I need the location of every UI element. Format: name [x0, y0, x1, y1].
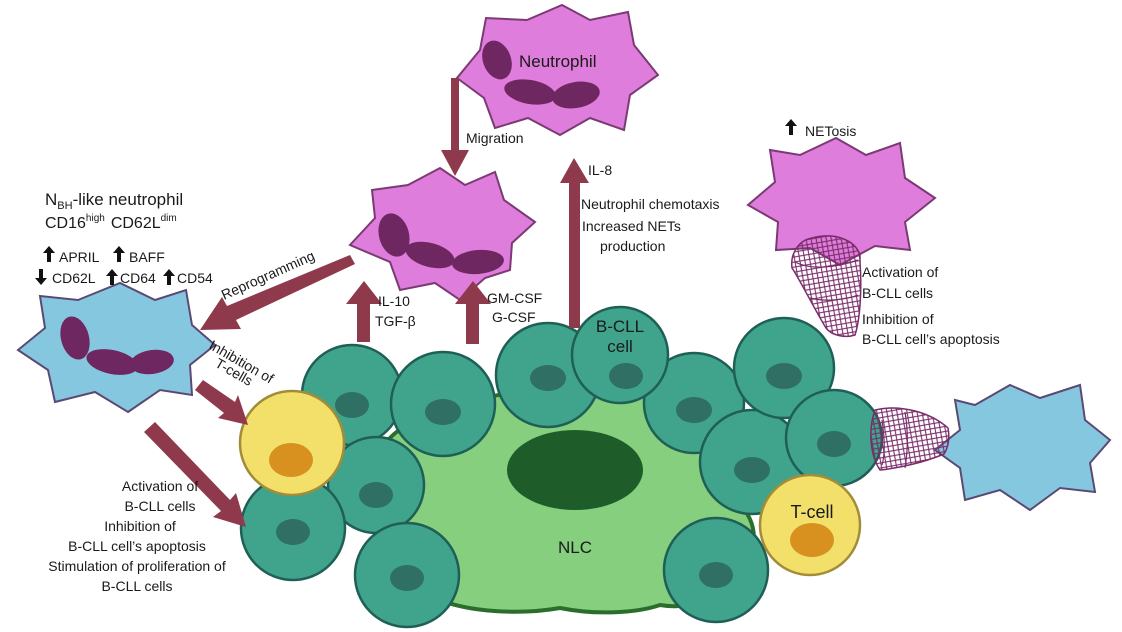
chemotaxis-label: Neutrophil chemotaxis [581, 196, 720, 212]
nbh-title: NBH-like neutrophil [45, 190, 183, 212]
nbh-n: N [45, 190, 57, 209]
cd16-sup: high [86, 213, 105, 224]
left-effect-2: B-CLL cells [124, 498, 195, 514]
bcll-cell [784, 388, 884, 488]
production-label: production [600, 238, 665, 254]
cd54-label: CD54 [177, 270, 213, 286]
tcell-right [758, 473, 862, 577]
cd62l-sup: dim [161, 213, 177, 224]
activation-right-2: B-CLL cells [862, 285, 933, 301]
left-effect-5: Stimulation of proliferation of [48, 558, 226, 574]
bcll-cell [732, 316, 836, 420]
il8-label: IL-8 [588, 162, 612, 178]
activation-right-1: Activation of [862, 264, 938, 280]
neutrophil-top-nucleus [482, 40, 600, 109]
il10-arrow [346, 281, 382, 342]
nlc-label: NLC [558, 538, 592, 557]
bcll-cell [662, 516, 770, 624]
left-effect-1: Activation of [122, 478, 198, 494]
netosis-label: NETosis [805, 123, 856, 139]
neutrophil-top-body [455, 3, 660, 137]
neutrophil-label: Neutrophil [519, 52, 597, 71]
nbh-sub: BH [57, 200, 72, 212]
increased-nets-label: Increased NETs [582, 218, 681, 234]
migration-arrow [441, 78, 469, 176]
nbh-neutrophil [16, 281, 217, 414]
bcll-cell [353, 521, 461, 629]
neutrophil-top [455, 3, 660, 137]
blue-neutrophil-right-body [933, 383, 1112, 512]
migration-label: Migration [466, 130, 524, 146]
tcell-label: T-cell [790, 502, 833, 522]
il10-label: IL-10 [378, 293, 410, 309]
activation-bcll-arrow [144, 422, 246, 527]
il8-arrow [560, 158, 589, 328]
down-arrow-icon [35, 269, 47, 285]
inhibition-right-1: Inhibition of [862, 311, 934, 327]
left-effects-block: Activation of B-CLL cells Inhibition of … [48, 478, 226, 594]
up-arrow-icon [113, 246, 125, 262]
april-label: APRIL [59, 249, 100, 265]
up-arrow-icon [785, 119, 797, 135]
bcll-cell-labeled [570, 305, 670, 405]
nbh-neutrophil-nucleus [60, 316, 174, 375]
left-effect-3: Inhibition of [104, 518, 176, 534]
up-arrow-icon [43, 246, 55, 262]
cd16-label: CD16 [45, 215, 86, 232]
left-effect-4: B-CLL cell’s apoptosis [68, 538, 206, 554]
inhibition-right-2: B-CLL cell’s apoptosis [862, 331, 1000, 347]
tgfb-label: TGF-β [375, 313, 416, 329]
neutrophil-middle [348, 166, 537, 302]
neutrophil-middle-nucleus [378, 213, 504, 275]
baff-label: BAFF [129, 249, 165, 265]
tcell-left [238, 389, 346, 497]
cd62l-label: CD62L [111, 215, 161, 232]
up-arrow-icon [163, 269, 175, 285]
arrows [144, 78, 589, 527]
neutrophil-right [746, 136, 937, 267]
gmcsf-label: GM-CSF [487, 290, 542, 306]
nbh-rest: -like neutrophil [73, 190, 184, 209]
neutrophil-middle-body [348, 166, 537, 302]
nlc-nucleus [507, 430, 643, 510]
nbh-markers: CD16high CD62Ldim [45, 213, 177, 232]
cd62l-marker-label: CD62L [52, 270, 96, 286]
blue-neutrophil-right [933, 383, 1112, 512]
inhibition-tcell-arrow [195, 380, 248, 425]
bcll-cell [389, 350, 497, 458]
gcsf-label: G-CSF [492, 309, 536, 325]
neutrophil-right-body [746, 136, 937, 267]
net-lower [870, 407, 950, 471]
left-effect-6: B-CLL cells [101, 578, 172, 594]
bcll-cell-label-2: cell [607, 337, 633, 356]
gmcsf-arrow [455, 281, 491, 344]
net-upper [791, 235, 862, 338]
bcll-cell-label-1: B-CLL [596, 317, 644, 336]
nbh-neutrophil-body [16, 281, 217, 414]
reprogramming-arrow [200, 255, 355, 330]
bcll-cell [326, 435, 426, 535]
cd64-label: CD64 [120, 270, 156, 286]
up-arrow-icon [106, 269, 118, 285]
bcll-cells [239, 305, 884, 629]
